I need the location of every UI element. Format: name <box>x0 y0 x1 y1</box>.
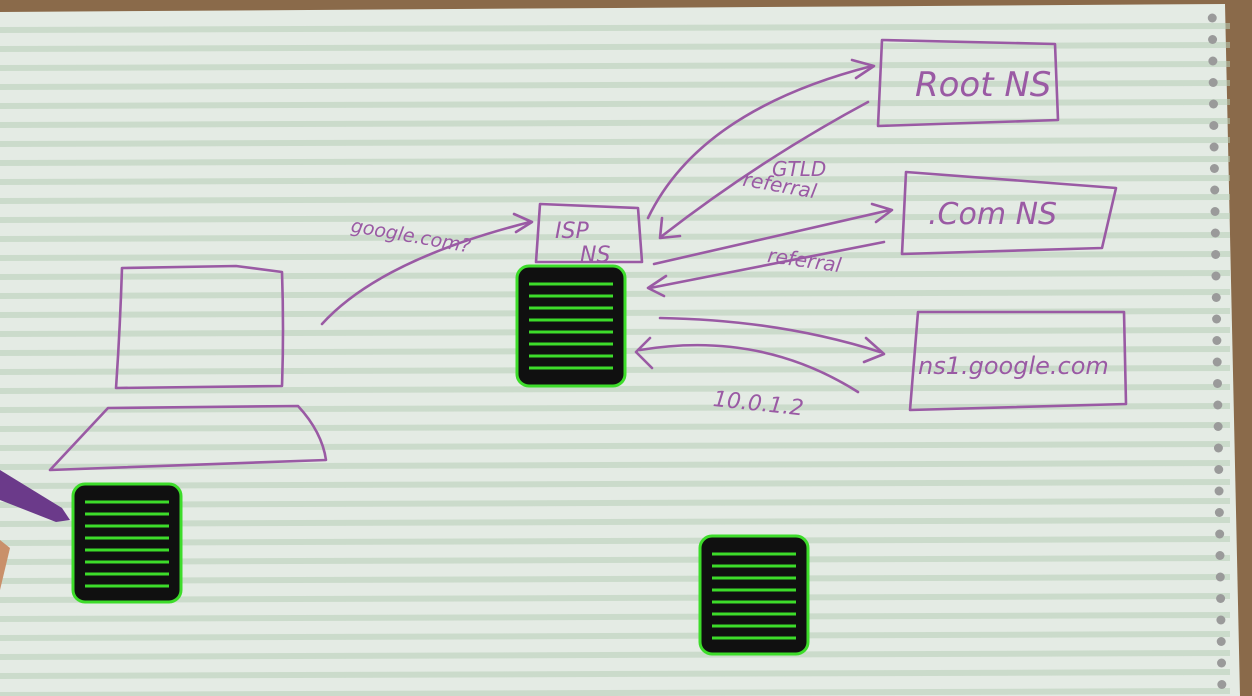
binder-hole <box>1214 486 1224 496</box>
binder-hole <box>1211 250 1221 259</box>
binder-hole <box>1216 637 1226 646</box>
isp-to-com-arrow <box>652 208 892 266</box>
binder-hole <box>1209 164 1219 173</box>
ruled-line <box>0 612 1231 622</box>
ruled-line <box>0 650 1231 660</box>
root-to-isp-arrow <box>660 100 870 238</box>
binder-hole <box>1209 121 1219 130</box>
binder-hole <box>1212 357 1222 367</box>
ruled-line <box>0 688 1231 696</box>
server-icon <box>515 264 627 388</box>
ruled-line <box>0 175 1231 185</box>
server-icon <box>71 482 183 604</box>
isp-to-root-arrow <box>646 64 874 220</box>
ns1-google-box: ns1.google.com <box>908 310 1128 412</box>
ns1-label: ns1.google.com <box>918 352 1109 380</box>
ruled-line <box>0 194 1231 204</box>
ruled-line <box>0 384 1231 394</box>
binder-hole <box>1213 422 1223 431</box>
isp-label-line1: ISP <box>555 219 589 244</box>
ruled-line <box>0 536 1231 546</box>
ruled-line <box>0 213 1231 223</box>
binder-hole <box>1208 78 1218 87</box>
isp-label-line2: NS <box>580 243 610 268</box>
binder-hole <box>1213 443 1223 453</box>
binder-hole <box>1216 594 1226 603</box>
binder-hole <box>1212 314 1222 324</box>
root-ns-label: Root NS <box>915 65 1051 105</box>
ruled-line <box>0 156 1231 166</box>
binder-hole <box>1210 228 1220 238</box>
ruled-line <box>0 460 1231 470</box>
ruled-line <box>0 441 1231 451</box>
binder-holes <box>1207 13 1227 689</box>
ruled-line <box>0 574 1231 584</box>
isp-ns-box: ISP NS <box>534 202 644 268</box>
binder-hole <box>1211 271 1221 281</box>
server-icon <box>698 534 810 656</box>
binder-hole <box>1213 379 1223 388</box>
binder-hole <box>1214 508 1224 517</box>
binder-hole <box>1215 529 1225 539</box>
ruled-line <box>0 42 1231 52</box>
laptop-drawing <box>48 264 328 472</box>
ruled-line <box>0 593 1231 603</box>
ns1-to-isp-arrow <box>638 343 860 394</box>
binder-hole <box>1210 207 1220 216</box>
pen-icon <box>0 470 70 590</box>
root-ns-box: Root NS <box>876 38 1060 128</box>
ruled-line <box>0 61 1231 71</box>
binder-hole <box>1216 615 1226 625</box>
ruled-line <box>0 422 1231 432</box>
ruled-line <box>0 23 1231 33</box>
binder-hole <box>1209 142 1219 152</box>
binder-hole <box>1215 572 1225 582</box>
ruled-line <box>0 479 1231 489</box>
binder-hole <box>1208 99 1218 109</box>
ruled-line <box>0 498 1231 508</box>
binder-hole <box>1210 185 1220 195</box>
ruled-line <box>0 517 1231 527</box>
binder-hole <box>1212 336 1222 345</box>
binder-hole <box>1214 465 1224 474</box>
ruled-line <box>0 232 1231 242</box>
query-arrow <box>320 220 532 326</box>
binder-hole <box>1217 658 1227 668</box>
binder-hole <box>1217 680 1227 689</box>
ruled-line <box>0 555 1231 565</box>
binder-hole <box>1215 551 1225 560</box>
ruled-line <box>0 80 1231 90</box>
binder-hole <box>1213 400 1223 410</box>
com-ns-label: .Com NS <box>928 197 1057 232</box>
isp-to-ns1-arrow <box>658 316 882 354</box>
com-ns-box: .Com NS <box>900 170 1118 256</box>
ruled-line <box>0 631 1231 641</box>
binder-hole <box>1208 35 1218 44</box>
com-to-isp-arrow <box>648 240 886 290</box>
gtld-label-line1: GTLD <box>772 157 826 181</box>
ruled-line <box>0 251 1231 261</box>
ruled-line <box>0 137 1231 147</box>
binder-hole <box>1211 293 1221 302</box>
ruled-line <box>0 669 1231 679</box>
binder-hole <box>1208 56 1218 66</box>
binder-hole <box>1207 13 1217 23</box>
ruled-line <box>0 99 1231 109</box>
